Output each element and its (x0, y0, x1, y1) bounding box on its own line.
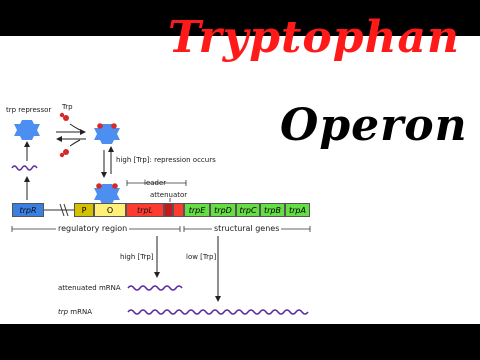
label-attenuated-mrna: attenuated mRNA (58, 284, 121, 292)
operator-box: O (94, 203, 126, 217)
gene-trpD: trpD (210, 203, 236, 217)
attenuator-box (164, 203, 173, 217)
label-trp-mrna-italic: trp (58, 308, 69, 316)
label-trp-mrna: trp mRNA (58, 308, 92, 317)
label-trp-mrna-rest: mRNA (68, 308, 93, 316)
label-trp-repressor: trp repressor (6, 106, 52, 114)
tryptophan-molecule-icon (59, 149, 69, 158)
label-high-trp: high [Trp] (120, 253, 154, 261)
trp-mrna-wave (127, 309, 309, 315)
title-tryptophan: Tryptophan (168, 12, 460, 63)
tryptophan-molecule-icon (59, 112, 69, 121)
label-trp: Trp (62, 103, 73, 111)
gene-trpR: trpR (12, 203, 44, 217)
repressor-protein-icon (94, 123, 120, 144)
arrow-head-icon (24, 141, 30, 147)
gene-trpB: trpB (260, 203, 285, 217)
gene-trpC: trpC (236, 203, 260, 217)
repressor-protein-icon (14, 120, 40, 140)
label-repression: high [Trp]: repression occurs (116, 156, 216, 164)
promoter-box: P (74, 203, 94, 217)
diagram-graphics (11, 112, 311, 315)
label-regulatory-region: regulatory region (56, 224, 130, 233)
attenuated-mrna-wave (127, 285, 183, 291)
label-leader: leader (144, 179, 167, 187)
label-low-trp: low [Trp] (186, 253, 217, 261)
gene-trpA: trpA (285, 203, 310, 217)
leader-end-box (173, 203, 184, 217)
gene-trpE: trpE (184, 203, 210, 217)
diagram-canvas: trp repressor Trp high [Trp]: repression… (0, 36, 480, 324)
mrna-wave-icon (11, 165, 38, 171)
label-attenuator: attenuator (150, 191, 188, 199)
label-structural-genes: structural genes (212, 224, 282, 233)
arrow-head-icon (24, 176, 30, 182)
gene-trpL: trpL (126, 203, 164, 217)
title-operon: Operon (280, 100, 468, 151)
repressor-protein-icon (94, 183, 120, 204)
